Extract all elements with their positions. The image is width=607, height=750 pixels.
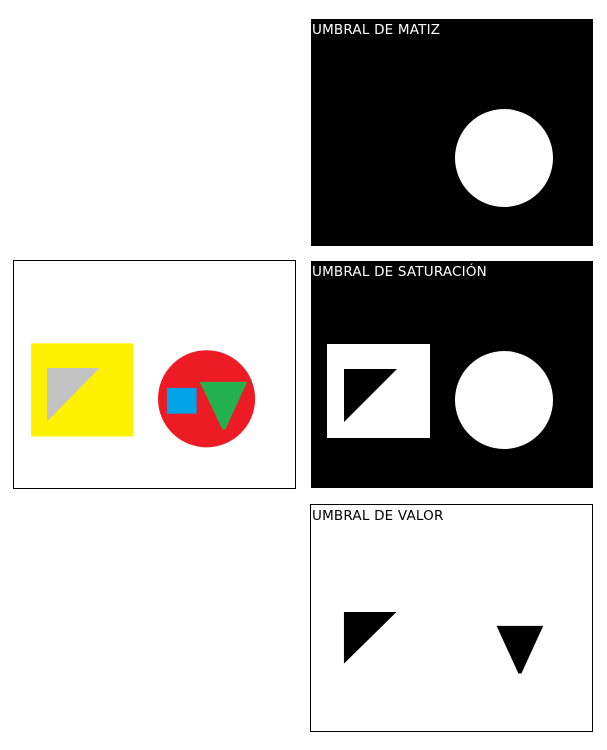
saturation-threshold-panel: UMBRAL DE SATURACIÓN	[311, 261, 593, 488]
value-threshold-image	[343, 612, 544, 674]
hue-threshold-panel: UMBRAL DE MATIZ	[311, 19, 593, 246]
value-threshold-title: UMBRAL DE VALOR	[312, 508, 444, 524]
value-triangle-right	[496, 625, 544, 674]
saturation-threshold-title: UMBRAL DE SATURACIÓN	[312, 264, 487, 280]
red-circle	[157, 350, 256, 448]
gray-triangle	[46, 368, 100, 422]
hue-circle-mask	[455, 109, 553, 207]
original-image	[31, 343, 256, 448]
saturation-triangle-hole	[344, 369, 397, 422]
yellow-square	[31, 343, 134, 437]
saturation-square-mask	[327, 344, 430, 438]
blue-rectangle	[166, 387, 197, 414]
hue-threshold-title: UMBRAL DE MATIZ	[312, 22, 441, 38]
saturation-threshold-image	[327, 344, 553, 449]
hue-threshold-image	[455, 109, 553, 207]
saturation-circle-mask	[455, 351, 553, 449]
value-triangle-left	[343, 612, 397, 664]
original-image-panel	[13, 260, 296, 489]
green-triangle	[199, 381, 248, 430]
value-threshold-panel: UMBRAL DE VALOR	[310, 504, 593, 732]
